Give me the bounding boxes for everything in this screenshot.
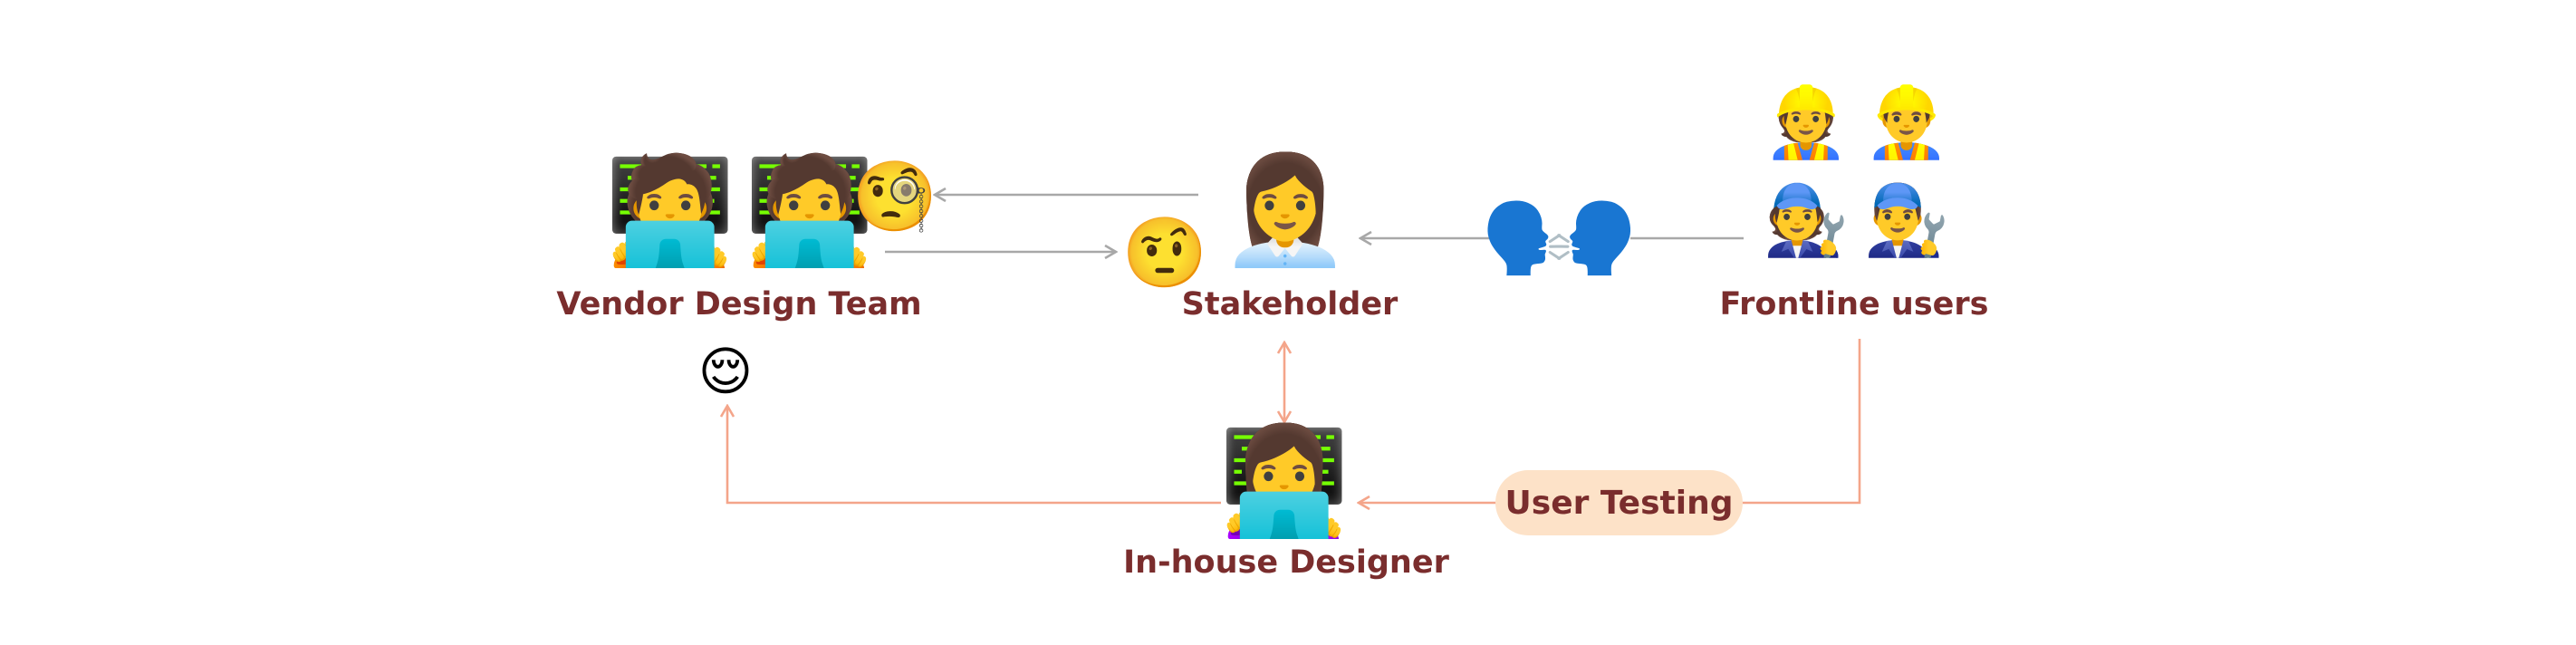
relieved-face-icon: 😌 <box>697 341 754 402</box>
raised-eyebrow-face-icon: 🤨 <box>1121 212 1208 293</box>
speaking-head-icon: 🗣️ <box>1551 197 1638 278</box>
stakeholder-label: Stakeholder <box>1181 286 1399 322</box>
mechanic-icon: 🧑‍🔧 <box>1763 179 1850 260</box>
mechanic-icon: 👨‍🔧 <box>1863 179 1950 260</box>
speaking-head-icon: 🗣️ <box>1481 197 1568 278</box>
arrow-designer-to-vendor <box>727 406 1221 505</box>
vendor-design-team-label: Vendor Design Team <box>556 286 922 322</box>
woman-technologist-laptop-icon: 👩‍💻 <box>1218 420 1350 543</box>
businesswoman-icon: 👩‍💼 <box>1219 149 1351 272</box>
user-testing-badge: User Testing <box>1495 470 1743 535</box>
construction-worker-icon: 👷 <box>1763 82 1850 162</box>
technologist-laptop-icon: 🧑‍💻 <box>744 149 876 272</box>
in-house-designer-label: In-house Designer <box>1123 544 1449 581</box>
frontline-users-label: Frontline users <box>1719 286 1989 322</box>
technologist-laptop-icon: 🧑‍💻 <box>604 149 736 272</box>
construction-worker-icon: 👷‍♂️ <box>1863 82 1950 162</box>
monocle-face-icon: 🧐 <box>851 156 938 236</box>
